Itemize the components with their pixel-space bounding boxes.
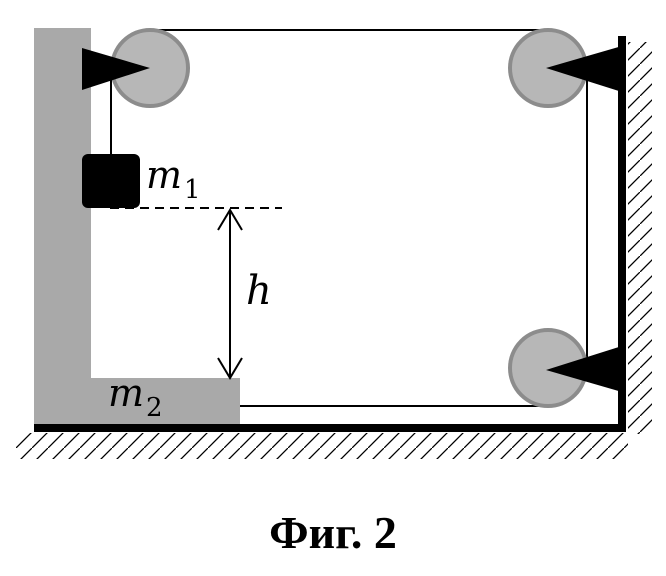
height-arrowhead-top <box>217 208 243 231</box>
horizontal-base-block <box>34 378 240 428</box>
figure-caption: Фиг. 2 <box>269 507 397 558</box>
bracket-bottom-right <box>546 346 622 392</box>
mass-m1-block <box>82 154 140 208</box>
wall-hatching <box>628 42 652 434</box>
label-h: h <box>246 268 272 314</box>
vertical-support <box>34 28 91 428</box>
bracket-top-left <box>82 48 150 90</box>
height-arrowhead-bottom <box>217 357 243 380</box>
bracket-top-right <box>546 46 622 92</box>
label-m2: m2 <box>108 371 163 423</box>
label-m1: m1 <box>146 153 201 205</box>
ground-hatching <box>16 433 628 459</box>
